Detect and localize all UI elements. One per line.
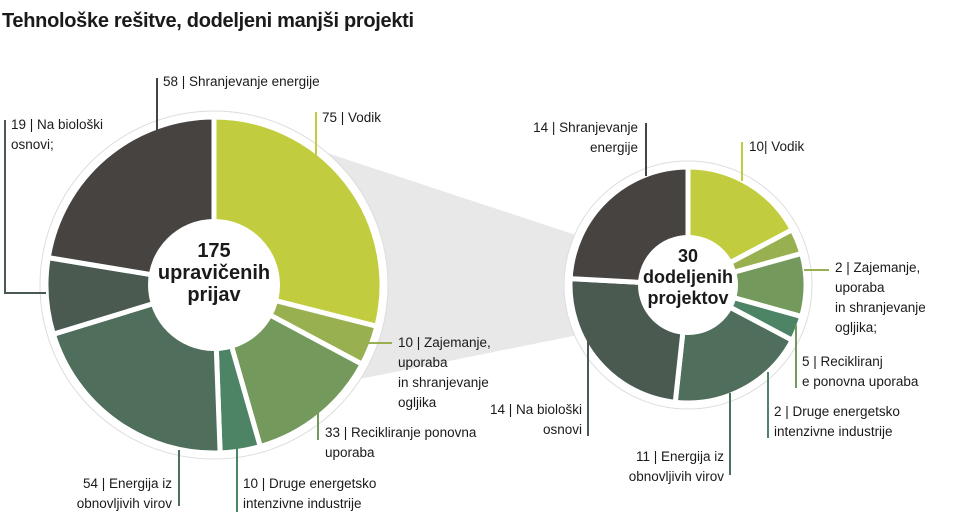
center-text: dodeljenih (643, 267, 733, 287)
label-line: obnovljivih virov (628, 469, 724, 484)
label-bioloski-r: 14 | Na biološki osnovi (470, 400, 582, 440)
label-line: obnovljivih virov (76, 496, 172, 511)
zoom-connector (318, 150, 585, 385)
label-line: 10 | Zajemanje, (398, 335, 491, 350)
pie-applications (39, 110, 389, 460)
label-line: ogljika; (835, 320, 878, 335)
label-shranjevanje-r: 14 | Shranjevanje energije (500, 118, 638, 158)
label-line: osnovi (542, 422, 582, 437)
label-vodik-r: 10| Vodik (749, 139, 805, 154)
center-label-right: 30 dodeljenih projektov (618, 246, 758, 309)
label-line: osnovi; (11, 137, 54, 152)
pie-hole (638, 235, 738, 335)
label-zajemanje-r: 2 | Zajemanje, uporaba in shranjevanje o… (835, 258, 926, 338)
label-line: 11 | Energija iz (635, 449, 724, 464)
label-line: uporaba (325, 445, 375, 460)
label-line: 2 | Druge energetsko (774, 404, 900, 419)
label-line: e ponovna uporaba (802, 374, 919, 389)
label-line: in shranjevanje (835, 300, 926, 315)
label-line: intenzivne industrije (774, 424, 893, 439)
center-total: 175 (197, 240, 231, 262)
label-shranjevanje: 58 | Shranjevanje energije (163, 74, 320, 89)
label-line: 5 | Recikliranj (802, 354, 883, 369)
chart-title: Tehnološke rešitve, dodeljeni manjši pro… (2, 10, 414, 32)
pie-awarded (563, 160, 813, 410)
label-line: 14 | Na biološki (489, 402, 582, 417)
leader-line (4, 120, 46, 294)
label-bioloski: 19 | Na biološki osnovi; (11, 115, 103, 155)
label-line: 10 | Druge energetsko (243, 476, 377, 491)
label-line: ogljika (398, 395, 437, 410)
label-druge-r: 2 | Druge energetsko intenzivne industri… (774, 402, 900, 442)
label-line: 33 | Recikliranje ponovna (325, 425, 477, 440)
center-label-left: 175 upravičenih prijav (134, 240, 294, 306)
label-line: uporaba (835, 280, 885, 295)
label-line: uporaba (398, 355, 448, 370)
label-line: intenzivne industrije (243, 496, 362, 511)
pie-hole (148, 219, 280, 351)
label-energija: 54 | Energija iz obnovljivih virov (40, 474, 172, 514)
label-vodik: 75 | Vodik (322, 110, 382, 125)
leader-lines (4, 78, 829, 512)
label-energija-r: 11 | Energija iz obnovljivih virov (600, 447, 724, 487)
label-druge: 10 | Druge energetsko intenzivne industr… (243, 474, 376, 514)
label-line: 14 | Shranjevanje (533, 120, 638, 135)
label-line: 2 | Zajemanje, (835, 260, 921, 275)
label-recikliranje-r: 5 | Recikliranj e ponovna uporaba (802, 352, 918, 392)
label-recikliranje: 33 | Recikliranje ponovna uporaba (325, 423, 476, 463)
label-line: 54 | Energija iz (82, 476, 172, 491)
label-zajemanje: 10 | Zajemanje, uporaba in shranjevanje … (398, 333, 491, 413)
center-text: upravičenih (157, 262, 271, 284)
label-line: energije (589, 140, 638, 155)
center-total: 30 (677, 246, 699, 266)
label-line: 19 | Na biološki (11, 117, 104, 132)
center-text: projektov (647, 288, 729, 308)
label-line: in shranjevanje (398, 375, 489, 390)
center-text: prijav (187, 284, 241, 306)
